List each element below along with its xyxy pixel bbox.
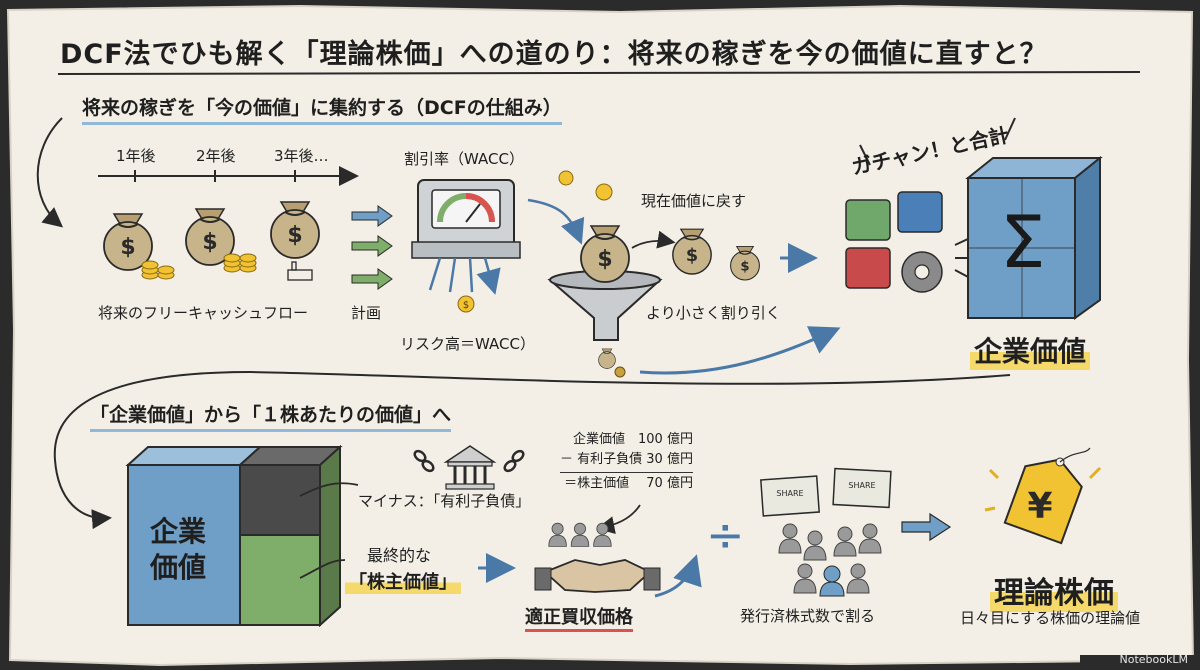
to-price-arrow [901,512,952,542]
calc-row-equity: ＝株主価値 70 億円 [560,472,693,494]
discount-rate-label: 割引率（WACC） [404,150,524,168]
minus-debt-label: マイナス：「有利子負債」 [358,492,531,510]
svg-text:SHARE: SHARE [776,489,803,498]
shareholders-icon [778,523,882,597]
money-bag-icon-year1: $ [103,213,153,271]
equity-calculation: 企業価値 100 億円 － 有利子負債 30 億円 ＝株主価値 70 億円 [560,430,693,494]
wacc-meter-icon [411,179,521,292]
chain-icon [413,449,525,473]
title-underline [57,71,1141,75]
svg-text:$: $ [287,223,302,248]
fcf-label: 将来のフリーキャッシュフロー [98,304,309,322]
svg-text:¥: ¥ [1027,486,1052,527]
theoretical-price-subtitle: 日々目にする株価の理論値 [960,609,1141,627]
page-title: DCF法でひも解く「理論株価」への道のり：将来の稼ぎを今の価値に直すと？ [60,39,1048,70]
section-transition-arrow [53,370,1011,530]
fair-price-label: 適正買収価格 [525,603,633,632]
inflow-arrows-icon [351,205,393,290]
coin-stack-icon [223,253,257,273]
enterprise-value-cube-icon [965,155,1103,320]
svg-text:$: $ [463,300,469,311]
sum-flow-arrow [639,326,841,375]
equity-label-line1: 最終的な [367,546,432,565]
puzzle-pieces-icon [845,191,943,293]
timeline-label-year3: 3年後… [274,147,329,165]
svg-text:$: $ [202,230,217,255]
share-certificate-icon: SHARE SHARE [760,467,892,517]
coin-icon: $ [457,295,475,313]
coin-icon [558,170,574,186]
notebooklm-brand: NotebookLM [1119,653,1188,666]
risk-label: リスク高＝WACC） [400,335,535,353]
coin-icon [614,366,626,378]
section1-heading: 将来の稼ぎを「今の価値」に集約する（DCFの仕組み） [82,93,562,125]
yen-price-tag-icon: ¥ [1003,447,1091,545]
ev-block-label-line2: 価値 [150,551,207,584]
enterprise-value-label: 企業価値 [970,330,1091,370]
to-funnel-arrow [527,198,585,245]
present-value-label: 現在価値に戻す [641,192,747,210]
section1-entry-arrow [36,117,64,228]
calc-row-ev: 企業価値 100 億円 [573,432,693,447]
money-bag-icon-present: $ [580,225,630,283]
coin-icon [595,183,613,201]
equity-label-line2: 「株主価値」 [345,568,461,594]
sigma-icon: Σ [1000,200,1046,284]
timeline-label-year2: 2年後 [196,147,236,165]
ev-block-icon [125,444,343,628]
svg-text:SHARE: SHARE [848,481,875,490]
discount-smaller-label: より小さく割り引く [646,304,781,322]
svg-text:$: $ [740,259,749,274]
factory-icon [287,261,313,281]
pv-bag-icon: $ [671,228,713,275]
money-bag-icon-year2: $ [185,208,235,266]
svg-text:$: $ [120,235,135,260]
theoretical-price-title: 理論株価 [990,568,1118,612]
svg-text:$: $ [597,247,612,272]
bank-icon [443,445,497,490]
calc-row-debt: － 有利子負債 30 億円 [560,452,693,467]
timeline-label-year1: 1年後 [116,147,156,165]
pv-bag-icon: $ [729,245,761,281]
svg-text:$: $ [686,246,698,266]
money-bag-icon-year3: $ [270,201,320,259]
ev-block-label-line1: 企業 [150,515,207,548]
divide-icon: ÷ [706,508,745,562]
section2-heading: 「企業価値」から「１株あたりの価値」へ [90,400,452,432]
shares-divide-label: 発行済株式数で割る [740,607,876,625]
handshake-icon [534,559,661,593]
plan-label: 計画 [351,304,382,322]
